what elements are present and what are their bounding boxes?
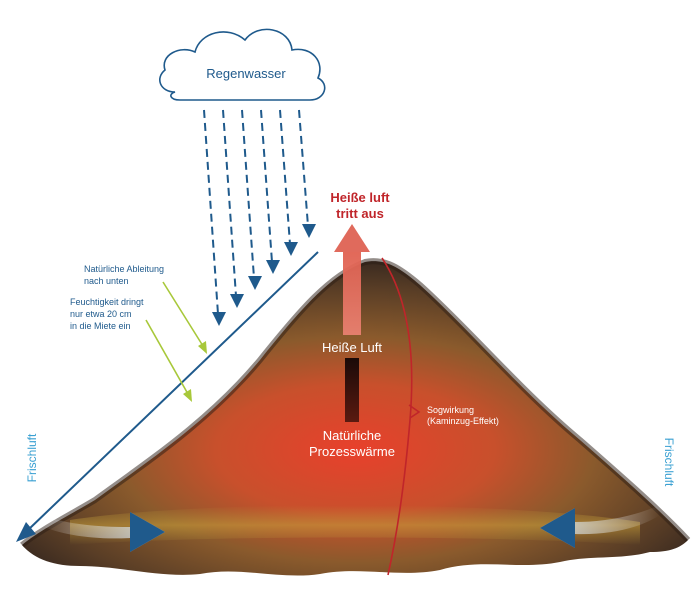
fresh-air-right-label: Frischluft: [662, 438, 676, 487]
suction-curve-arrow: [381, 257, 421, 576]
fresh-air-arrow-left: [40, 512, 165, 552]
rain-arrows: [203, 109, 316, 326]
pile-yellow-band: [70, 505, 640, 545]
rain-arrow: [260, 109, 280, 274]
moisture-label-line1: Feuchtigkeit dringt: [70, 297, 144, 307]
suction-label-line2: (Kaminzug-Effekt): [427, 416, 499, 426]
hot-air-up-arrow: [334, 224, 370, 335]
hot-air-exit-label-line1: Heiße luft: [330, 190, 390, 205]
rain-arrow: [203, 109, 226, 326]
fresh-air-arrow-right: [540, 505, 660, 548]
drainage-line: [16, 251, 319, 542]
drainage-label-line2: nach unten: [84, 276, 129, 286]
process-heat-label-line2: Prozesswärme: [309, 444, 395, 459]
heat-core-bar: [345, 358, 359, 422]
rain-arrow: [279, 109, 298, 256]
suction-label-line1: Sogwirkung: [427, 405, 474, 415]
moisture-pointer-arrow: [145, 319, 192, 402]
hot-air-label: Heiße Luft: [322, 340, 382, 355]
drainage-label-line1: Natürliche Ableitung: [84, 264, 164, 274]
rain-arrow: [241, 109, 262, 290]
rain-arrow: [222, 109, 244, 308]
pile-dark-edge: [20, 258, 691, 548]
moisture-label-line2: nur etwa 20 cm: [70, 309, 132, 319]
moisture-label-line3: in die Miete ein: [70, 321, 131, 331]
process-heat-label-line1: Natürliche: [323, 428, 382, 443]
drainage-pointer-arrow: [162, 281, 207, 354]
hot-air-exit-label-line2: tritt aus: [336, 206, 384, 221]
cloud-label: Regenwasser: [206, 66, 286, 81]
fresh-air-left-label: Frischluft: [25, 433, 39, 482]
cloud-icon: [159, 28, 326, 101]
rain-arrow: [298, 109, 316, 238]
